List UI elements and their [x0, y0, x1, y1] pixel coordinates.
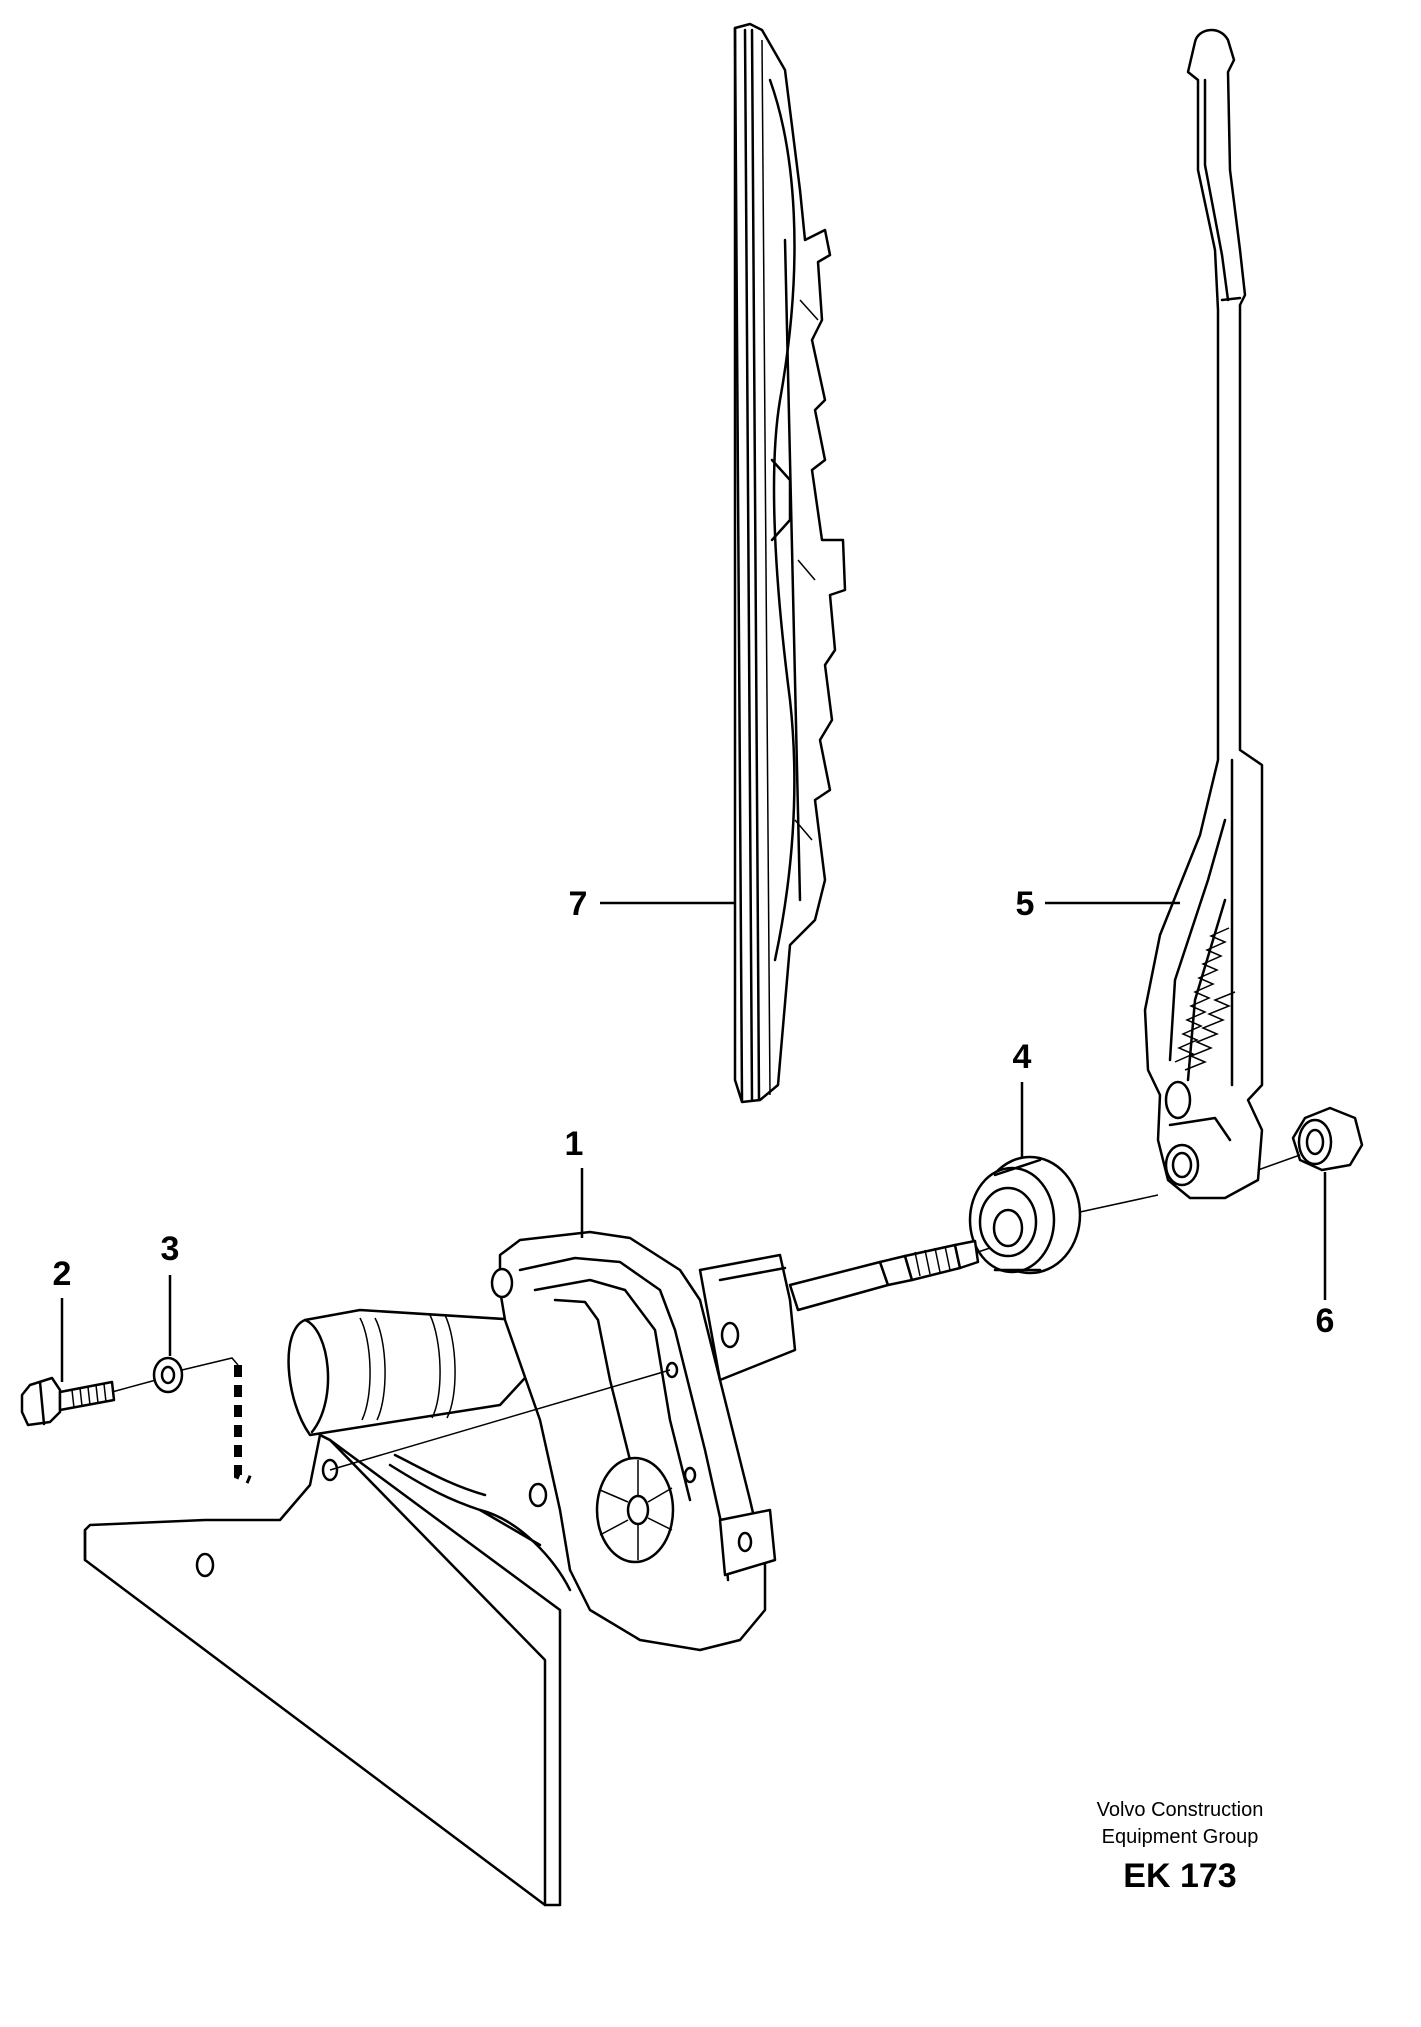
- callout-3-label: 3: [161, 1230, 180, 1268]
- callout-6-label: 6: [1316, 1302, 1335, 1340]
- callout-3: 3: [161, 1230, 180, 1356]
- grommet-part: [968, 1155, 1082, 1275]
- wiper-arm-part: [1143, 28, 1264, 1200]
- callout-2-label: 2: [53, 1255, 72, 1293]
- callout-6: 6: [1316, 1172, 1335, 1340]
- callout-2: 2: [53, 1255, 72, 1382]
- callout-1: 1: [565, 1125, 584, 1238]
- callout-1-label: 1: [565, 1125, 584, 1163]
- washer-part: [152, 1356, 184, 1394]
- nut-part: [1291, 1106, 1364, 1172]
- callout-5: 5: [1016, 885, 1180, 923]
- callout-7-label: 7: [569, 885, 588, 923]
- footer-company-line2: Equipment Group: [1102, 1826, 1259, 1848]
- callout-7: 7: [569, 885, 734, 923]
- callout-5-label: 5: [1016, 885, 1035, 923]
- callout-4-label: 4: [1013, 1038, 1032, 1076]
- bolt-part: [20, 1376, 116, 1427]
- footer-diagram-code: EK 173: [1123, 1857, 1236, 1895]
- wiper-blade-part: [733, 22, 847, 1104]
- assembly-lines: [111, 1154, 1301, 1484]
- footer-credit: Volvo Construction Equipment Group EK 17…: [1097, 1799, 1264, 1895]
- callout-4: 4: [1013, 1038, 1032, 1158]
- wiper-motor-part: [83, 1230, 980, 1907]
- footer-company-line1: Volvo Construction: [1097, 1799, 1264, 1821]
